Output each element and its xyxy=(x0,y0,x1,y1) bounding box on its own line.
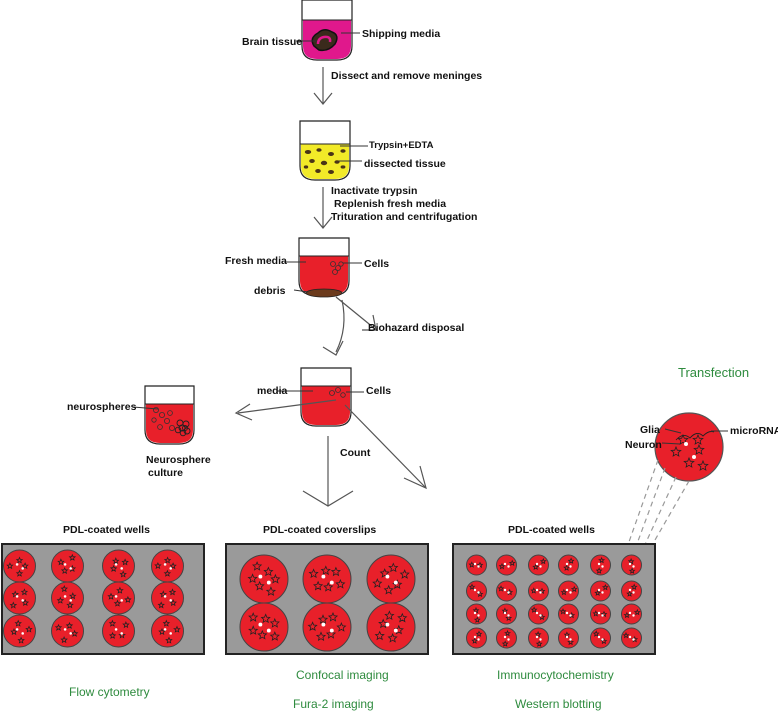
well xyxy=(239,554,289,604)
label-neurospheres: neurospheres xyxy=(67,401,137,413)
label-neuron: Neuron xyxy=(625,439,662,451)
well xyxy=(528,627,549,649)
app-flow-cytometry: Flow cytometry xyxy=(69,685,150,699)
well xyxy=(558,627,579,649)
well xyxy=(621,627,642,649)
well xyxy=(3,614,36,648)
label-cells-tube3: Cells xyxy=(364,258,389,270)
well xyxy=(102,581,135,615)
well xyxy=(528,603,549,625)
app-immunocytochemistry: Immunocytochemistry xyxy=(497,668,614,682)
tube-resuspended xyxy=(300,367,352,427)
label-neurosphere-culture-1: Neurosphere xyxy=(146,454,211,466)
tube-centrifuged xyxy=(298,237,350,298)
arrow-resuspend xyxy=(335,299,345,353)
neurosphere-media-fill xyxy=(146,404,193,443)
cell-star xyxy=(670,445,682,457)
label-step-trituration: Trituration and centrifugation xyxy=(331,211,477,223)
well xyxy=(558,603,579,625)
well xyxy=(590,627,611,649)
label-count: Count xyxy=(340,447,371,459)
transfection-zoom-dish xyxy=(654,412,724,482)
cell-dot xyxy=(692,455,696,459)
well xyxy=(466,580,487,602)
cell-star xyxy=(697,459,709,471)
cell-star xyxy=(683,456,695,468)
well xyxy=(51,549,84,583)
well xyxy=(496,603,517,625)
cell-star xyxy=(677,433,689,445)
well xyxy=(102,614,135,648)
well xyxy=(3,581,36,615)
label-debris: debris xyxy=(254,285,286,297)
label-step-inactivate: Inactivate trypsin xyxy=(331,185,417,197)
label-step-dissect: Dissect and remove meninges xyxy=(331,70,482,82)
well xyxy=(302,602,352,652)
well xyxy=(496,554,517,576)
well xyxy=(466,554,487,576)
transfection-title: Transfection xyxy=(678,365,749,380)
well xyxy=(621,580,642,602)
well xyxy=(528,580,549,602)
well xyxy=(590,603,611,625)
well xyxy=(621,603,642,625)
well xyxy=(102,549,135,583)
well xyxy=(558,580,579,602)
well xyxy=(466,603,487,625)
label-shipping-media: Shipping media xyxy=(362,28,440,40)
well xyxy=(151,549,184,583)
plate2-title: PDL-coated coverslips xyxy=(263,524,376,536)
label-media: media xyxy=(257,385,288,397)
tube-trypsin xyxy=(299,120,351,181)
label-step-replenish: Replenish fresh media xyxy=(334,198,446,210)
well xyxy=(496,580,517,602)
neurosphere-cluster xyxy=(174,419,191,437)
plate3-title: PDL-coated wells xyxy=(508,524,595,536)
arrow-transfection-path xyxy=(344,404,427,489)
label-trypsin: Trypsin+EDTA xyxy=(369,140,434,151)
label-neurosphere-culture-2: culture xyxy=(148,467,183,479)
fresh-media-fill xyxy=(300,256,348,294)
well xyxy=(590,580,611,602)
well xyxy=(51,581,84,615)
well xyxy=(528,554,549,576)
brain-tissue-blob xyxy=(311,29,338,52)
label-dissected-tissue: dissected tissue xyxy=(364,158,446,170)
microrna-strand xyxy=(675,431,715,441)
well xyxy=(466,627,487,649)
well xyxy=(3,549,36,583)
label-brain-tissue: Brain tissue xyxy=(242,36,302,48)
app-western-blotting: Western blotting xyxy=(515,697,602,711)
well xyxy=(366,602,416,652)
app-confocal-imaging: Confocal imaging xyxy=(296,668,389,682)
well xyxy=(302,554,352,604)
cell-star xyxy=(692,433,704,445)
well xyxy=(496,627,517,649)
debris-pellet xyxy=(305,288,343,298)
label-glia: Glia xyxy=(640,424,660,436)
label-cells-tube4: Cells xyxy=(366,385,391,397)
cell-star xyxy=(693,443,705,455)
media-fill xyxy=(302,386,350,425)
cell-dot xyxy=(684,442,688,446)
label-biohazard: Biohazard disposal xyxy=(368,322,464,334)
well xyxy=(366,554,416,604)
well xyxy=(590,554,611,576)
label-microrna: microRNA xyxy=(730,425,778,437)
plate1-title: PDL-coated wells xyxy=(63,524,150,536)
label-fresh-media: Fresh media xyxy=(225,255,287,267)
well xyxy=(51,614,84,648)
well xyxy=(151,581,184,615)
well xyxy=(239,602,289,652)
well xyxy=(621,554,642,576)
well xyxy=(558,554,579,576)
arrow-neurosphere xyxy=(237,399,337,414)
tube-neurosphere xyxy=(144,385,195,445)
well xyxy=(151,614,184,648)
app-fura2-imaging: Fura-2 imaging xyxy=(293,697,374,711)
tube-shipping xyxy=(301,0,353,61)
